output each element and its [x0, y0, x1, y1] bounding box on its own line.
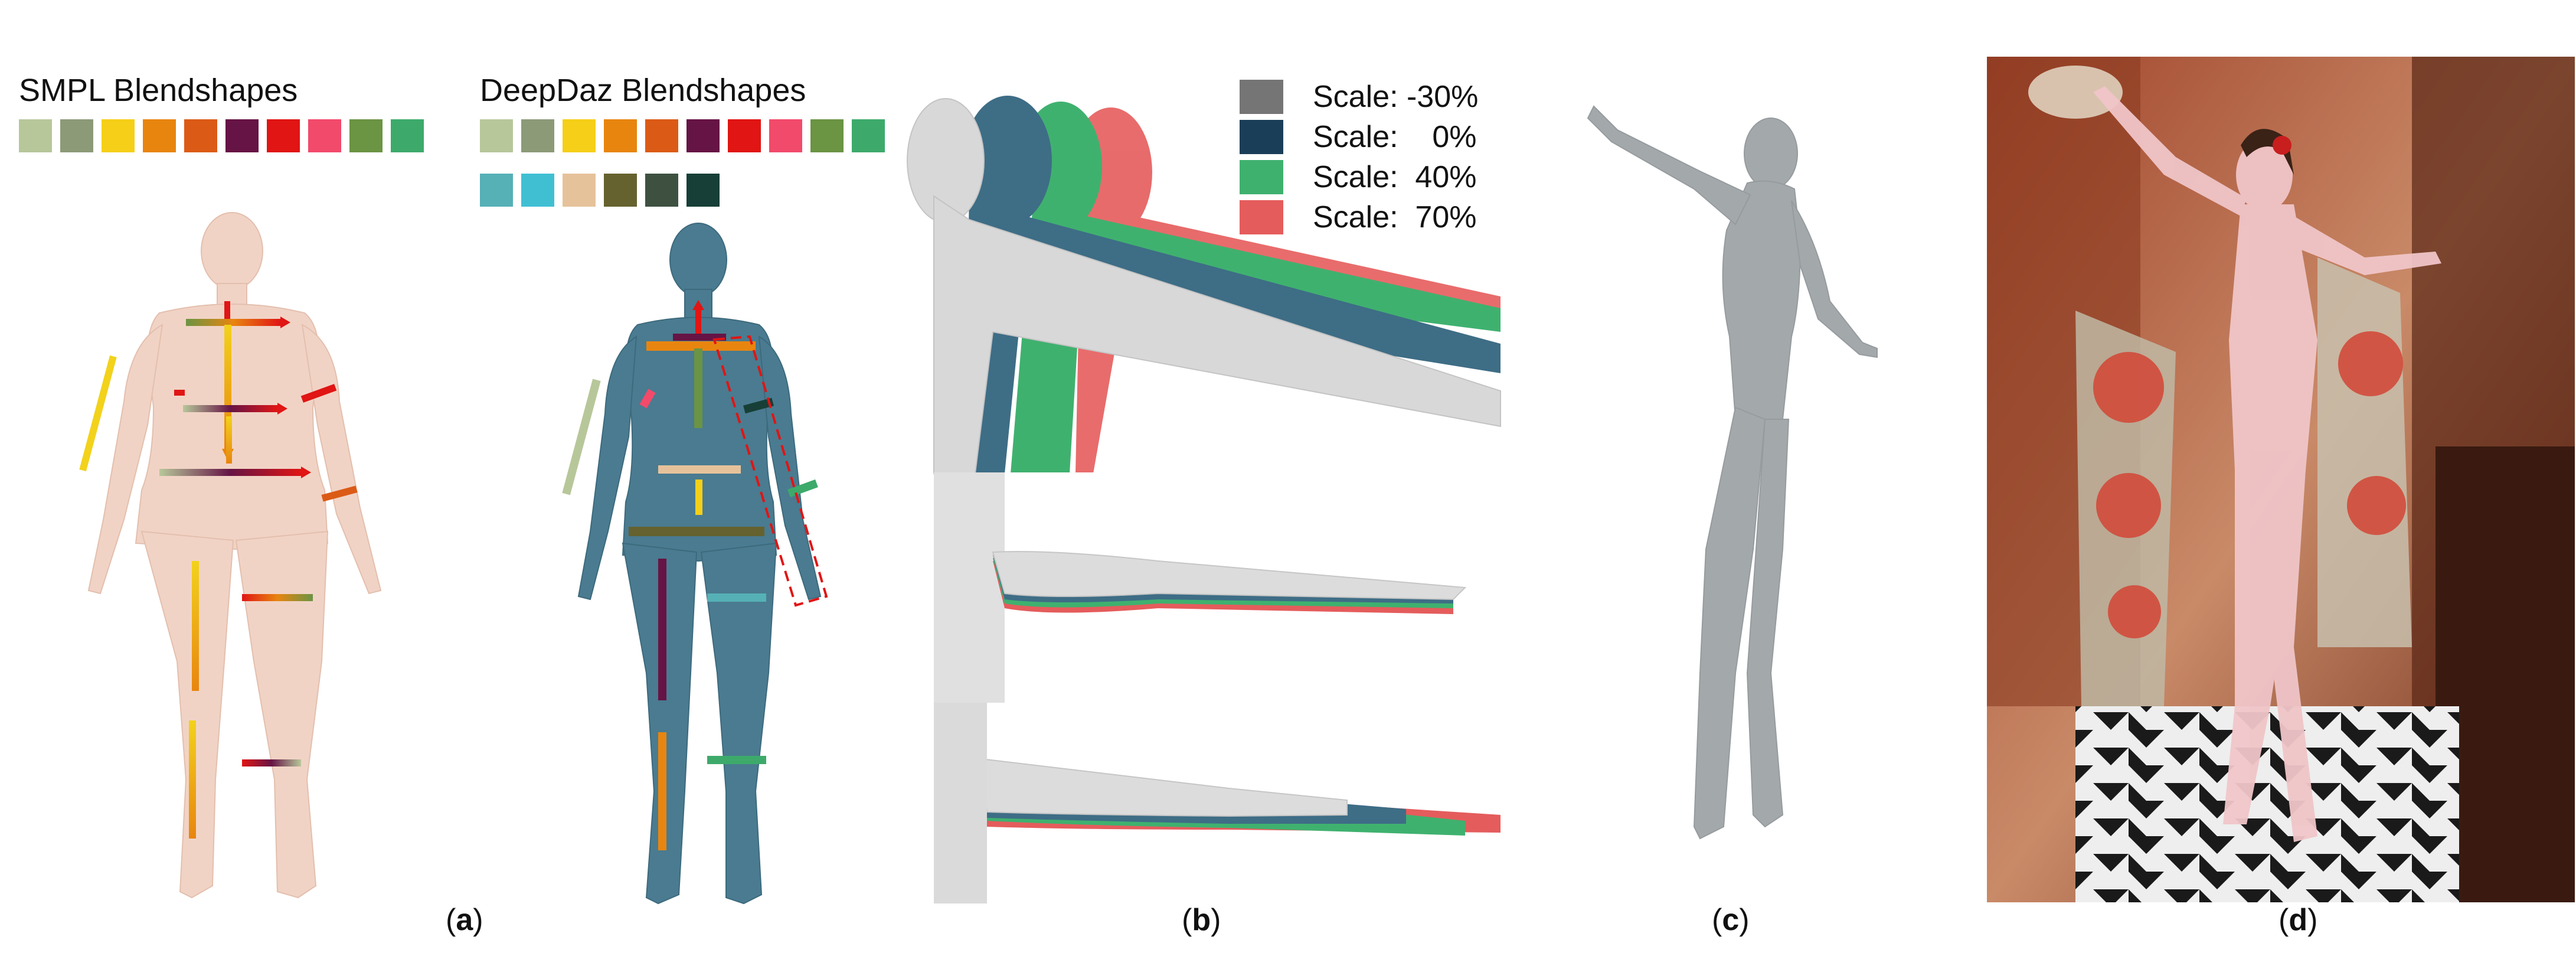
caption-b: (b): [1182, 903, 1221, 937]
smpl-swatches-swatch: [391, 119, 424, 152]
legend-entry: Scale: -30%: [1240, 78, 1478, 116]
dd-swatches-1-swatch: [728, 119, 761, 152]
legend-swatch: [1240, 160, 1283, 194]
deepdaz-arrows: [562, 300, 828, 850]
smpl-swatches-swatch: [267, 119, 300, 152]
smpl-swatches-swatch: [225, 119, 259, 152]
dd-swatches-1-swatch: [810, 119, 844, 152]
legend-label: Scale: -30%: [1313, 80, 1479, 114]
legend-swatch: [1240, 120, 1283, 154]
smpl-swatches-swatch: [60, 119, 93, 152]
smpl-arrows: [79, 301, 358, 839]
scale-overlay-middle: [934, 472, 1467, 703]
dd-swatches-1-swatch: [687, 119, 720, 152]
dd-swatches-2-swatch: [521, 174, 554, 207]
dd-swatches-1-swatch: [604, 119, 637, 152]
smpl-body-figure: [79, 212, 382, 899]
dd-swatches-2-swatch: [645, 174, 678, 207]
dd-swatches-2-swatch: [604, 174, 637, 207]
legend-swatch: [1240, 200, 1283, 234]
caption-c: (c): [1712, 903, 1750, 937]
caption-a: (a): [446, 903, 483, 937]
smpl-swatches-swatch: [102, 119, 135, 152]
smpl-swatches-swatch: [143, 119, 176, 152]
dd-swatches-1-swatch: [645, 119, 678, 152]
forearm-dashed-box: [712, 335, 828, 607]
smpl-swatches-swatch: [184, 119, 217, 152]
legend-label: Scale: 40%: [1313, 160, 1477, 194]
figure-pink: [2093, 86, 2441, 842]
dd-swatches-2-swatch: [687, 174, 720, 207]
legend-swatch: [1240, 80, 1283, 114]
dd-swatches-1-swatch: [769, 119, 802, 152]
dd-swatches-1-swatch: [852, 119, 885, 152]
rendered-scene-image: [1987, 57, 2575, 902]
legend-label: Scale: 70%: [1313, 200, 1477, 234]
legend-label: Scale: 0%: [1313, 120, 1477, 154]
body-scale-minus30: [907, 98, 1501, 474]
legend-entry: Scale: 70%: [1240, 198, 1477, 236]
dd-swatches-1-swatch: [521, 119, 554, 152]
scale-overlay-top: [907, 96, 1501, 474]
smpl-swatches-swatch: [308, 119, 341, 152]
dd-swatches-2-swatch: [563, 174, 596, 207]
deepdaz-blendshapes-title: DeepDaz Blendshapes: [480, 73, 806, 108]
caption-d: (d): [2278, 903, 2318, 937]
legend-entry: Scale: 40%: [1240, 158, 1477, 196]
smpl-swatches-swatch: [19, 119, 52, 152]
scale-overlay-bottom: [934, 703, 1501, 903]
smpl-blendshapes-title: SMPL Blendshapes: [19, 73, 298, 108]
smpl-swatches-swatch: [349, 119, 383, 152]
posed-body-figure: [1587, 105, 1878, 840]
legend-entry: Scale: 0%: [1240, 118, 1476, 156]
dd-swatches-1-swatch: [563, 119, 596, 152]
deepdaz-silhouette: [577, 223, 822, 905]
dd-swatches-2-swatch: [480, 174, 513, 207]
smpl-silhouette: [87, 212, 382, 899]
dd-swatches-1-swatch: [480, 119, 513, 152]
deepdaz-body-figure: [562, 223, 828, 905]
